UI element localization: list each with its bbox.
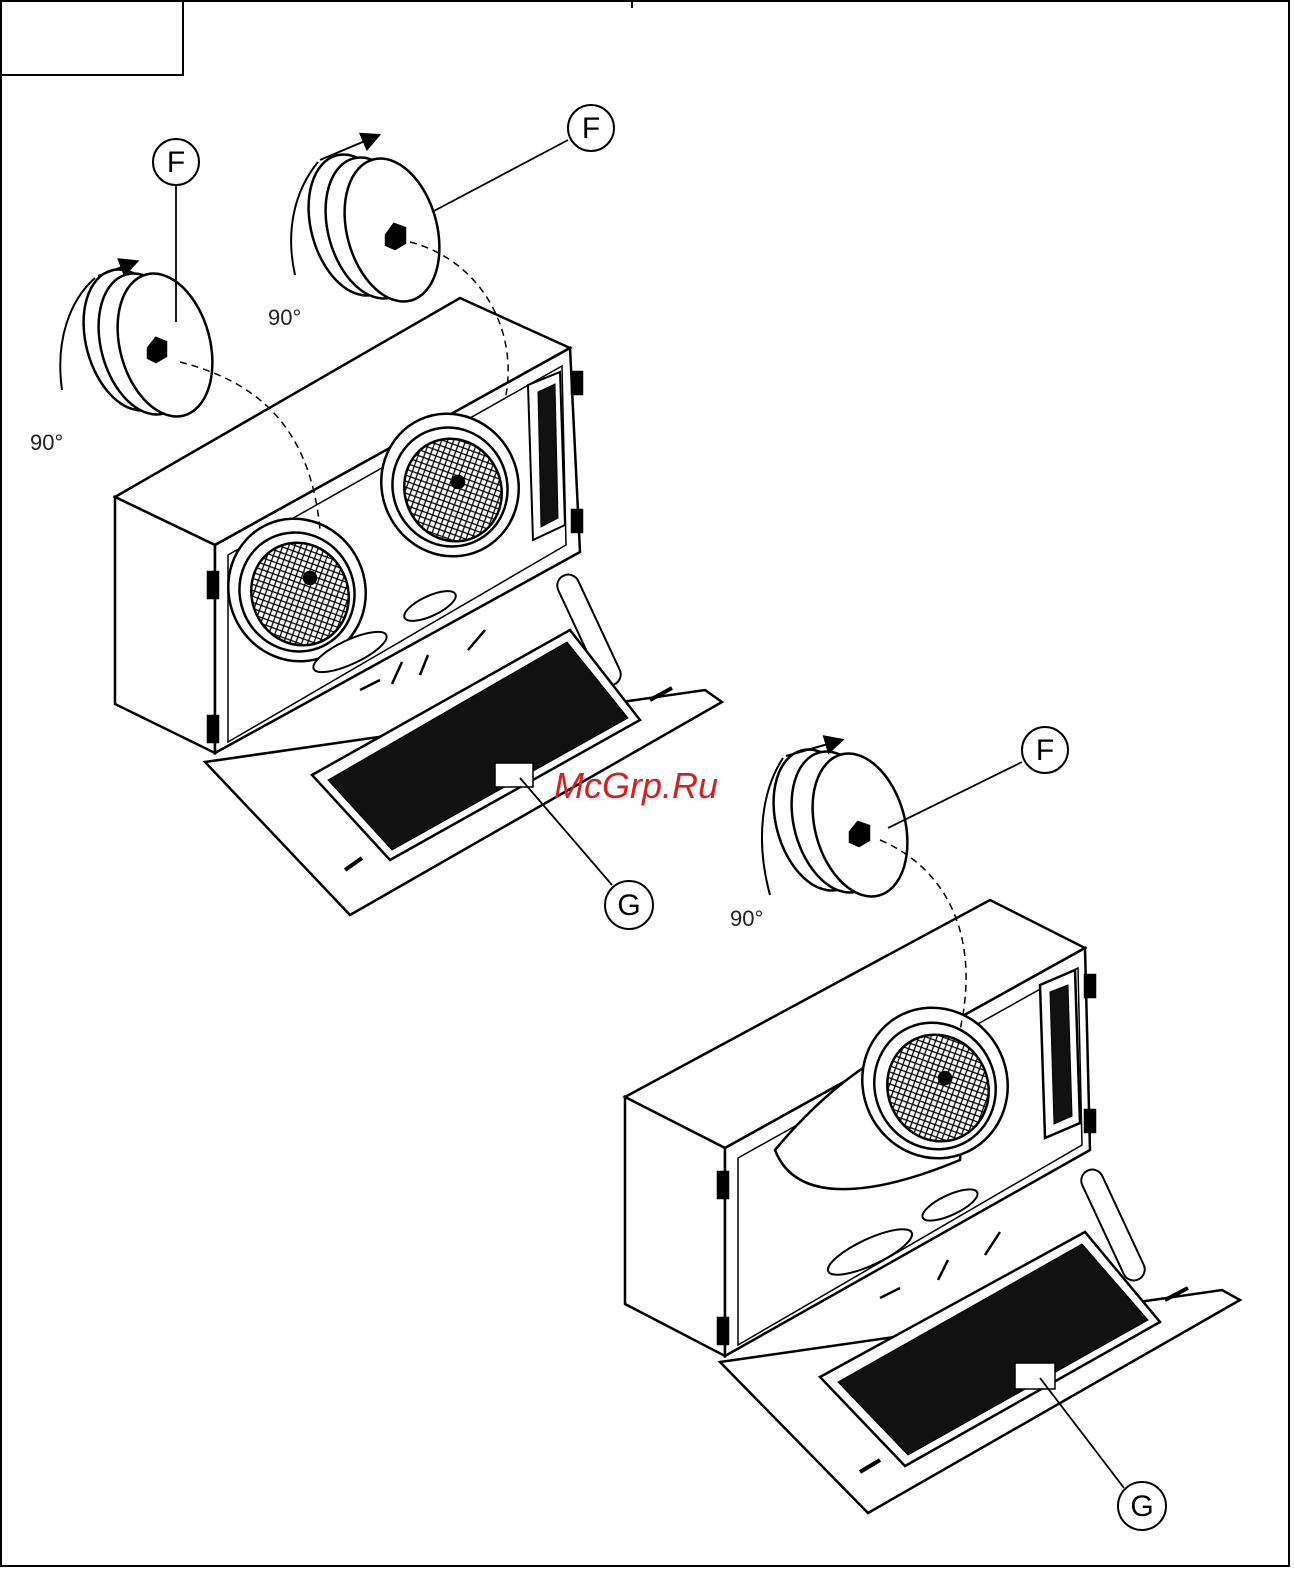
callout-g-left: G xyxy=(605,881,653,929)
svg-text:F: F xyxy=(167,146,185,179)
callout-f-bottom-right: F xyxy=(1022,727,1068,773)
angle-label-mid: 90° xyxy=(268,305,301,330)
angle-label-right: 90° xyxy=(730,906,763,931)
callout-g-right: G xyxy=(1118,1482,1166,1530)
callout-f-top-mid: F xyxy=(568,105,614,151)
svg-text:G: G xyxy=(617,889,640,922)
watermark: McGrp.Ru xyxy=(554,765,718,806)
angle-label-left: 90° xyxy=(30,430,63,455)
callout-f-top-left: F xyxy=(153,139,199,185)
svg-text:F: F xyxy=(1036,734,1054,767)
svg-text:F: F xyxy=(582,112,600,145)
svg-text:G: G xyxy=(1130,1490,1153,1523)
